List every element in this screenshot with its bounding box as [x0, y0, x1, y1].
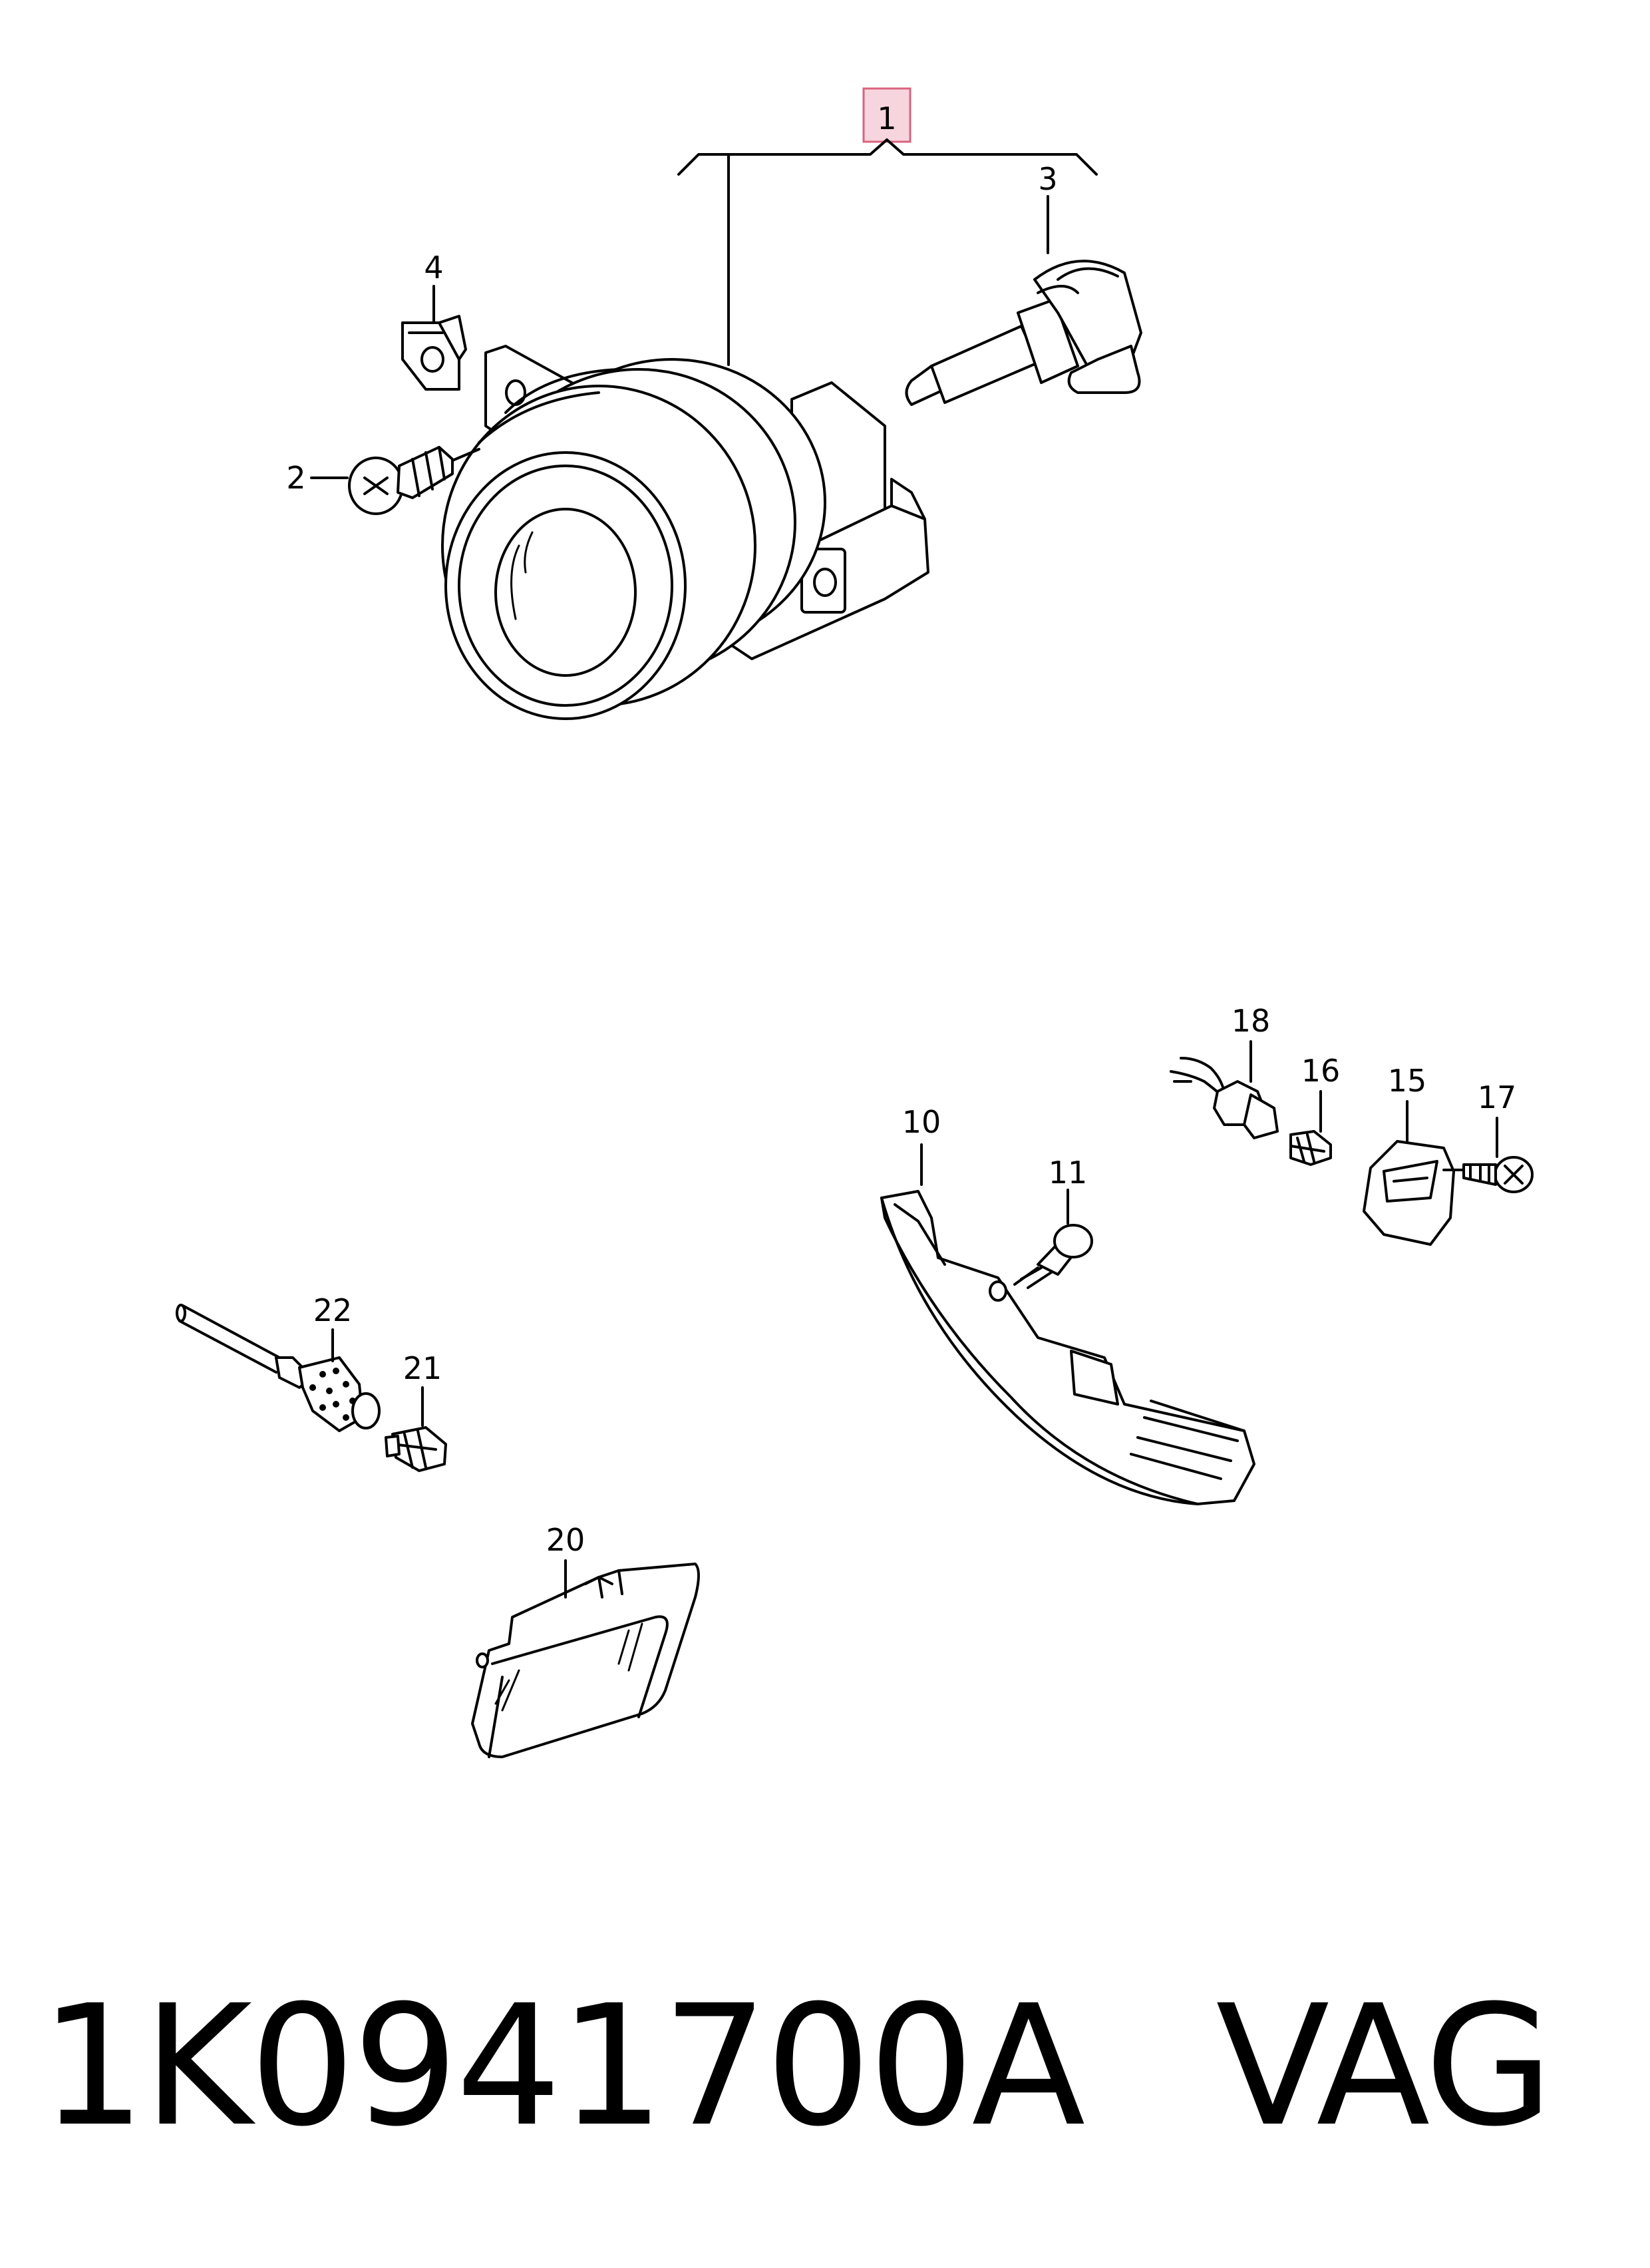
lamp-holder: [1363, 1140, 1455, 1246]
mounting-screw: [348, 446, 480, 515]
turn-signal-housing: [880, 1190, 1255, 1505]
side-marker-socket: [176, 1304, 381, 1432]
wedge-bulb-16: [1289, 1130, 1332, 1166]
callout-15[interactable]: 15: [1388, 1063, 1427, 1099]
callout-2[interactable]: 2: [286, 460, 305, 496]
part-number: 1K0941700A: [40, 1969, 1085, 2163]
assembly-bracket: [677, 138, 1098, 176]
holder-screw: [1442, 1156, 1534, 1193]
callout-21[interactable]: 21: [403, 1350, 442, 1386]
callout-10[interactable]: 10: [902, 1104, 941, 1140]
callout-20[interactable]: 20: [546, 1522, 585, 1558]
callout-1-label: 1: [877, 100, 896, 136]
wedge-bulb-21: [385, 1426, 447, 1472]
callout-17[interactable]: 17: [1478, 1079, 1517, 1115]
fog-lamp-housing: [441, 345, 929, 720]
callout-3[interactable]: 3: [1038, 161, 1057, 197]
bulb-h11: [905, 260, 1142, 406]
footer-label: 1K0941700A VAG: [40, 1969, 1554, 2163]
callout-1-highlight: [862, 87, 911, 143]
callout-1[interactable]: 1: [862, 87, 911, 143]
callout-18[interactable]: 18: [1232, 1003, 1271, 1039]
clip-nut: [401, 315, 467, 391]
brand-name: VAG: [1216, 1969, 1553, 2163]
callout-4[interactable]: 4: [424, 250, 443, 285]
callout-22[interactable]: 22: [313, 1292, 353, 1328]
callout-16[interactable]: 16: [1301, 1053, 1341, 1089]
side-marker-lamp: [471, 1563, 700, 1758]
callout-11[interactable]: 11: [1049, 1155, 1088, 1191]
wiring-socket: [1170, 1057, 1279, 1139]
signal-screw: [1013, 1224, 1093, 1289]
